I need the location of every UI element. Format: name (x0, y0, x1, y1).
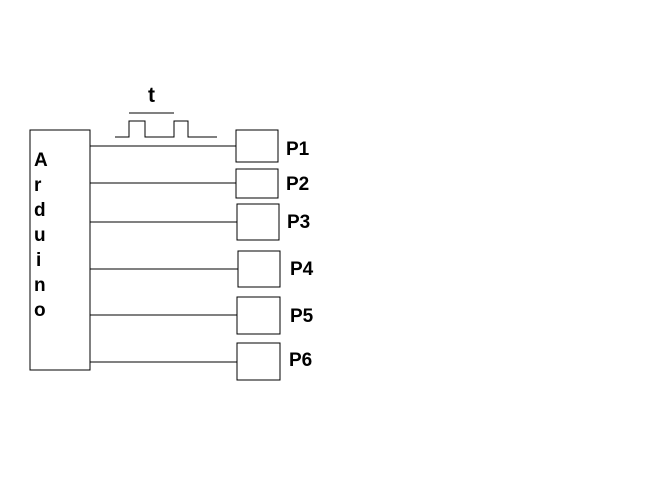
pin-box-p6 (236, 342, 281, 381)
pin-label-p4: P4 (290, 259, 314, 280)
pulse-waveform (115, 120, 217, 138)
arduino-letter-r: r (34, 175, 42, 196)
arduino-letter-a: A (34, 150, 48, 171)
pin-box-p2 (235, 168, 279, 199)
timing-label: t (148, 84, 155, 107)
arduino-letter-u: u (34, 225, 46, 246)
pin-box-p1 (235, 129, 279, 163)
pin-label-p1: P1 (286, 139, 310, 160)
arduino-letter-n: n (34, 275, 46, 296)
pin-label-p2: P2 (286, 174, 309, 195)
arduino-block (29, 129, 91, 371)
pin-box-p4 (237, 250, 281, 288)
pin-box-p3 (236, 203, 280, 241)
pin-label-p5: P5 (290, 306, 314, 327)
pin-label-p3: P3 (287, 212, 310, 233)
arduino-letter-i: i (36, 250, 41, 271)
arduino-letter-o: o (34, 300, 46, 321)
pin-box-p5 (236, 296, 281, 335)
pin-label-p6: P6 (289, 350, 312, 371)
arduino-letter-d: d (34, 200, 46, 221)
